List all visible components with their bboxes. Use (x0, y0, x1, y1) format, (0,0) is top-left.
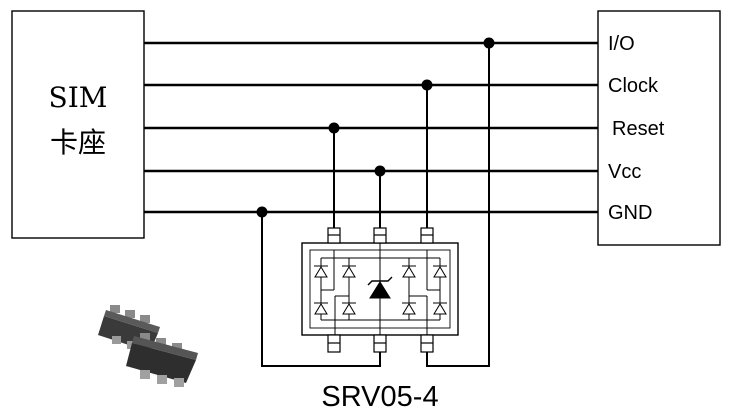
sim-socket-box (11, 10, 145, 239)
junction-dots (256, 37, 495, 218)
sim-socket-label: 卡座 (50, 126, 106, 159)
sim-label: SIM (49, 81, 108, 114)
junction-dot (374, 165, 386, 177)
signal-label-reset: Reset (612, 118, 665, 140)
junction-dot (483, 37, 495, 49)
signal-label-clock: Clock (608, 75, 659, 97)
signal-label-io: I/O (608, 33, 635, 55)
junction-dot (421, 79, 433, 91)
srv05-4-chip (301, 227, 459, 353)
junction-dot (256, 206, 268, 218)
controller-box (597, 10, 721, 246)
signal-lines (144, 41, 598, 214)
part-label: SRV05-4 (321, 381, 438, 413)
tap-wires (261, 43, 490, 367)
signal-label-gnd: GND (608, 202, 652, 224)
junction-dot (328, 122, 340, 134)
signal-label-vcc: Vcc (608, 161, 641, 183)
package-photo (98, 305, 198, 387)
